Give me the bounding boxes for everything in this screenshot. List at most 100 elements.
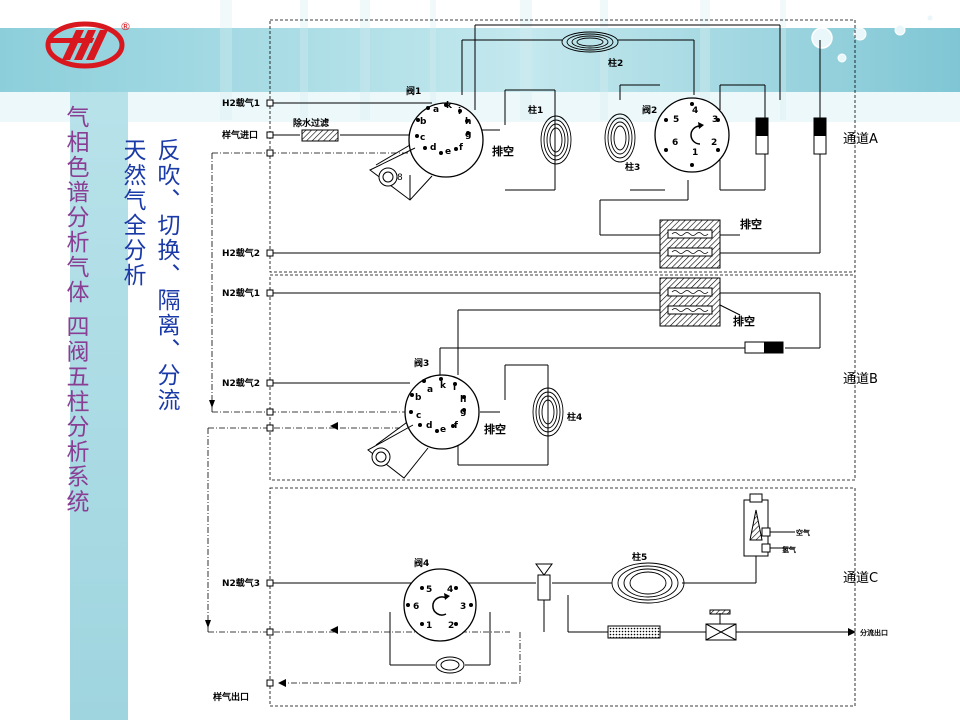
restrictor-b — [744, 341, 784, 354]
flow-arrows — [205, 400, 338, 687]
split-outlet-label: 分流出口 — [860, 628, 888, 637]
valve3-label: 阀3 — [414, 357, 429, 369]
channel-c-label: 通道C — [843, 571, 878, 586]
split-filter — [607, 625, 661, 639]
h2-carrier1-label: H2载气1 — [222, 97, 260, 109]
svg-text:d: d — [430, 143, 436, 153]
valve4-sample-loop — [435, 656, 465, 674]
svg-text:f: f — [459, 143, 463, 153]
detector-a — [659, 219, 721, 269]
svg-text:d: d — [426, 421, 432, 431]
svg-text:3: 3 — [712, 115, 718, 125]
vent-label-v3: 排空 — [484, 422, 506, 436]
valve4-label: 阀4 — [414, 557, 429, 569]
svg-text:c: c — [420, 133, 425, 143]
main-title: 气相色谱分析气体 四阀五柱分析系统 — [62, 105, 88, 515]
svg-text:f: f — [454, 421, 458, 431]
sample-outlet-label: 样气出口 — [213, 691, 249, 703]
registered-mark: ® — [120, 20, 131, 33]
header-band — [0, 28, 960, 92]
column2-label: 柱2 — [608, 57, 623, 69]
svg-text:c: c — [416, 411, 421, 421]
svg-text:6: 6 — [672, 138, 678, 148]
fid-detector — [743, 493, 771, 557]
column5-label: 柱5 — [632, 551, 647, 563]
needle-valve[interactable] — [705, 609, 737, 641]
hydrogen-label: 氢气 — [782, 545, 796, 554]
svg-text:e: e — [445, 147, 451, 157]
splitter — [535, 563, 553, 601]
column1-label: 柱1 — [528, 104, 543, 116]
valve1-sample-loop: 8 — [369, 147, 433, 201]
subtitle-line2: 反吹、切换、隔离、分流 — [153, 138, 179, 413]
column3-coil — [604, 113, 636, 163]
valve3-sample-loop — [367, 424, 429, 479]
svg-text:a: a — [433, 105, 439, 115]
restrictor-a1 — [755, 117, 769, 155]
channel-boxes — [269, 19, 856, 707]
svg-text:g: g — [460, 407, 466, 417]
channel-a-label: 通道A — [843, 132, 878, 147]
column4-coil — [532, 387, 564, 437]
svg-text:2: 2 — [711, 138, 717, 148]
n2-carrier2-label: N2载气2 — [222, 377, 260, 389]
water-filter — [301, 129, 339, 142]
vent-label-b: 排空 — [733, 314, 755, 328]
sample-path — [207, 152, 521, 684]
column1-coil — [540, 115, 572, 165]
sample-inlet-label: 样气进口 — [222, 129, 258, 141]
n2-carrier1-label: N2载气1 — [222, 287, 260, 299]
svg-text:k: k — [446, 101, 453, 111]
svg-text:6: 6 — [413, 602, 419, 612]
svg-text:k: k — [440, 381, 447, 391]
water-filter-label: 除水过滤 — [293, 117, 329, 129]
vent-label-a: 排空 — [740, 217, 762, 231]
svg-text:b: b — [420, 117, 427, 127]
column4-label: 柱4 — [567, 411, 582, 423]
inlet-fittings — [266, 99, 274, 687]
svg-text:h: h — [460, 395, 466, 405]
restrictor-a2 — [813, 117, 827, 155]
column2-coil — [561, 31, 619, 53]
n2-carrier3-label: N2载气3 — [222, 577, 260, 589]
channel-c-box — [269, 487, 856, 707]
column3-label: 柱3 — [625, 161, 640, 173]
channel-a-box — [269, 19, 856, 273]
svg-text:1: 1 — [692, 148, 698, 158]
valve1-label: 阀1 — [406, 85, 421, 97]
subtitle-line1: 天然气全分析 — [119, 138, 145, 288]
svg-text:b: b — [415, 393, 422, 403]
valve2[interactable]: 4 3 2 1 6 5 — [654, 97, 730, 173]
vent-label-v1: 排空 — [492, 144, 514, 158]
svg-text:8: 8 — [397, 173, 403, 183]
header-band-fade — [0, 92, 960, 122]
left-sidebar — [70, 92, 128, 720]
svg-text:4: 4 — [692, 106, 698, 116]
air-label: 空气 — [796, 528, 810, 537]
svg-text:4: 4 — [447, 585, 453, 595]
valve4[interactable]: 5 43 2 16 — [403, 568, 477, 642]
svg-text:1: 1 — [426, 621, 432, 631]
svg-text:a: a — [427, 385, 433, 395]
piping — [272, 24, 848, 666]
svg-text:g: g — [465, 130, 471, 140]
svg-text:2: 2 — [448, 621, 454, 631]
svg-text:i: i — [453, 383, 456, 393]
channel-b-label: 通道B — [843, 372, 878, 387]
split-outlet-arrow — [848, 628, 856, 636]
water-drops — [811, 14, 934, 63]
svg-text:e: e — [440, 425, 446, 435]
valve2-label: 阀2 — [642, 104, 657, 116]
svg-text:3: 3 — [460, 602, 466, 612]
channel-b-box — [269, 274, 856, 481]
svg-text:5: 5 — [426, 585, 432, 595]
h2-carrier2-label: H2载气2 — [222, 247, 260, 259]
detector-b — [659, 277, 721, 327]
company-logo — [45, 21, 125, 69]
column5-coil — [611, 562, 685, 604]
svg-text:5: 5 — [673, 115, 679, 125]
